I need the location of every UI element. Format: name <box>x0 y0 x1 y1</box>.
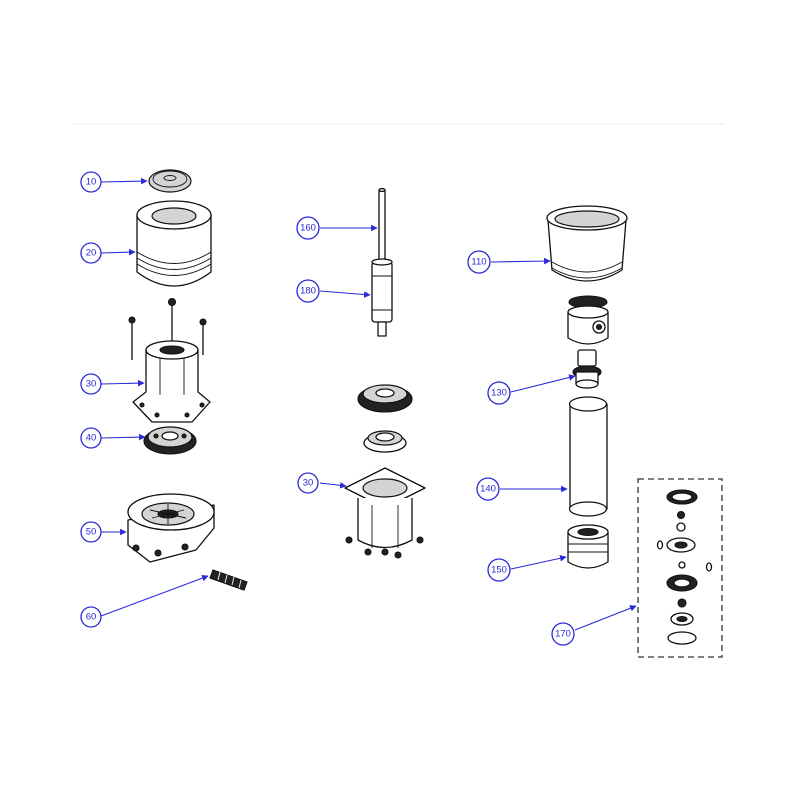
callout-20-label: 20 <box>86 248 97 259</box>
callout-140-label: 140 <box>480 484 496 495</box>
part-130-valve <box>572 349 602 389</box>
callout-50-label: 50 <box>86 527 97 538</box>
part-60-spring <box>209 569 248 591</box>
part-20-cover-cup <box>136 200 212 287</box>
leader-10 <box>100 177 148 185</box>
callout-150-label: 150 <box>491 565 507 576</box>
callout-10-label: 10 <box>86 177 97 188</box>
callout-140: 140 <box>476 477 500 501</box>
callout-60: 60 <box>80 606 102 628</box>
callout-160: 160 <box>296 216 320 240</box>
leader-130 <box>510 374 576 393</box>
callout-150: 150 <box>487 558 511 582</box>
callout-10: 10 <box>80 171 102 193</box>
leader-40 <box>100 433 146 441</box>
callout-180-label: 180 <box>300 286 316 297</box>
callout-30-left-label: 30 <box>86 379 97 390</box>
part-seal-middle-lower <box>363 430 407 453</box>
leader-180 <box>319 290 371 298</box>
callout-20: 20 <box>80 242 102 264</box>
callout-40: 40 <box>80 427 102 449</box>
part-seal-middle-upper <box>357 384 413 413</box>
part-cylinder-block <box>567 295 609 345</box>
callout-130: 130 <box>487 381 511 405</box>
part-150-packing <box>567 524 609 569</box>
leader-30b <box>319 482 347 489</box>
leader-170 <box>574 605 637 631</box>
callout-110: 110 <box>467 250 491 274</box>
leader-60 <box>100 574 209 617</box>
leader-150 <box>510 555 567 570</box>
part-50-fluid-section <box>127 493 215 563</box>
callout-110-label: 110 <box>471 257 486 268</box>
callout-50: 50 <box>80 521 102 543</box>
part-140-tube <box>568 396 608 517</box>
part-170-seal-kit <box>637 478 723 658</box>
part-40-gear <box>143 426 197 455</box>
callout-170-label: 170 <box>555 629 571 640</box>
part-110-bowl <box>546 205 628 282</box>
callout-40-label: 40 <box>86 433 97 444</box>
leader-20 <box>100 248 136 256</box>
part-160-shaft <box>378 187 386 261</box>
part-30-housing-middle <box>344 467 426 559</box>
callout-160-label: 160 <box>300 223 316 234</box>
callout-30-left: 30 <box>80 373 102 395</box>
callout-130-label: 130 <box>491 388 507 399</box>
callout-30-middle: 30 <box>297 472 319 494</box>
callout-30-middle-label: 30 <box>303 478 314 489</box>
callout-170: 170 <box>551 622 575 646</box>
callout-180: 180 <box>296 279 320 303</box>
leader-30a <box>100 379 145 387</box>
leader-110 <box>490 257 551 265</box>
part-10-cap-disc <box>148 169 192 193</box>
callout-60-label: 60 <box>86 612 97 623</box>
part-180-sleeve <box>371 258 393 337</box>
part-30-housing-left <box>128 297 211 423</box>
